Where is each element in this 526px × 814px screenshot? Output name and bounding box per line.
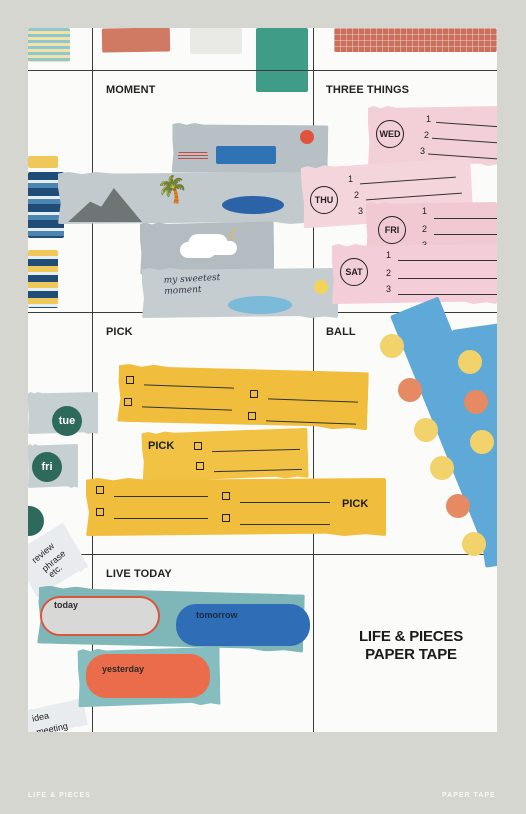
day-circle-wed: WED bbox=[376, 120, 404, 148]
sat-rule-1 bbox=[398, 260, 497, 261]
pick-rule-3d bbox=[240, 524, 330, 525]
sat-num-1: 1 bbox=[386, 250, 392, 260]
cloud-icon bbox=[188, 234, 228, 254]
today-label: today bbox=[54, 600, 79, 610]
pick-tag-1: PICK bbox=[148, 440, 175, 452]
sat-rule-3 bbox=[398, 294, 497, 295]
brand-line-1: LIFE & PIECES bbox=[358, 628, 464, 645]
grid-line-row3 bbox=[28, 554, 497, 555]
pick-tag-2: PICK bbox=[342, 498, 369, 510]
fri-num-2: 2 bbox=[422, 224, 428, 234]
checkbox-1b[interactable] bbox=[250, 390, 258, 398]
ball-dot-yellow-5 bbox=[458, 350, 482, 374]
day-circle-fri: FRI bbox=[378, 216, 406, 244]
ball-dot-yellow-4 bbox=[462, 532, 486, 556]
ball-dot-orange-2 bbox=[446, 494, 470, 518]
fri-rule-1 bbox=[434, 218, 497, 219]
top-white-tape bbox=[190, 28, 242, 54]
tomorrow-pill[interactable] bbox=[176, 604, 310, 646]
checkbox-2a[interactable] bbox=[194, 442, 202, 450]
day-circle-thu: THU bbox=[310, 186, 338, 214]
moment-stripes bbox=[178, 152, 208, 160]
moment-caption: my sweetest moment bbox=[163, 272, 221, 297]
top-stripe-tape bbox=[28, 28, 70, 62]
thu-num-1: 1 bbox=[348, 174, 354, 184]
section-label-three-things: THREE THINGS bbox=[326, 84, 410, 96]
ball-dot-yellow-2 bbox=[414, 418, 438, 442]
ball-dot-yellow-1 bbox=[380, 334, 404, 358]
checkbox-3a[interactable] bbox=[96, 486, 104, 494]
checkbox-3b[interactable] bbox=[222, 492, 230, 500]
badge-fri: fri bbox=[32, 452, 62, 482]
ball-dot-orange-3 bbox=[464, 390, 488, 414]
checkbox-3d[interactable] bbox=[222, 514, 230, 522]
day-circle-sat: SAT bbox=[340, 258, 368, 286]
top-terracotta-tape bbox=[101, 28, 171, 53]
yesterday-pill[interactable] bbox=[86, 654, 210, 698]
checkbox-1d[interactable] bbox=[248, 412, 256, 420]
yesterday-label: yesterday bbox=[102, 664, 145, 674]
section-label-moment: MOMENT bbox=[106, 84, 156, 96]
checkbox-1a[interactable] bbox=[126, 376, 134, 384]
section-label-live-today: LIVE TODAY bbox=[106, 568, 172, 580]
left-stripe-tape-lower bbox=[28, 250, 58, 308]
pick-rule-3b bbox=[240, 502, 330, 503]
pick-rule-3c bbox=[114, 518, 208, 519]
tomorrow-label: tomorrow bbox=[196, 610, 238, 620]
wed-num-2: 2 bbox=[424, 130, 430, 140]
sat-num-2: 2 bbox=[386, 268, 392, 278]
grid-line-row1 bbox=[28, 70, 497, 71]
moment-light-blue-oval bbox=[228, 296, 292, 314]
checkbox-1c[interactable] bbox=[124, 398, 132, 406]
moon-icon: ☾ bbox=[228, 227, 242, 244]
palm-tree-icon: 🌴 bbox=[156, 174, 189, 204]
sat-num-3: 3 bbox=[386, 284, 392, 294]
section-label-pick: PICK bbox=[106, 326, 133, 338]
thu-num-3: 3 bbox=[358, 206, 364, 216]
yellow-tape-2 bbox=[141, 428, 308, 482]
pick-rule-3a bbox=[114, 496, 208, 497]
top-grid-tape bbox=[334, 28, 497, 52]
top-green-tape bbox=[256, 28, 308, 92]
checkbox-3c[interactable] bbox=[96, 508, 104, 516]
left-stripe-tape-yellow bbox=[28, 156, 58, 168]
wed-num-3: 3 bbox=[420, 146, 426, 156]
fri-rule-2 bbox=[434, 234, 497, 235]
fri-num-1: 1 bbox=[422, 206, 428, 216]
sat-rule-2 bbox=[398, 278, 497, 279]
checkbox-2b[interactable] bbox=[196, 462, 204, 470]
wed-num-1: 1 bbox=[426, 114, 432, 124]
moment-blue-oval bbox=[222, 196, 284, 214]
yellow-pin bbox=[314, 280, 328, 294]
footer-right: PAPER TAPE bbox=[442, 792, 496, 799]
badge-partial bbox=[28, 506, 44, 536]
ball-dot-yellow-6 bbox=[470, 430, 494, 454]
brand-line-2: PAPER TAPE bbox=[365, 646, 457, 663]
moment-blue-bar bbox=[216, 146, 276, 164]
grid-line-col1 bbox=[92, 28, 93, 732]
badge-tue: tue bbox=[52, 406, 82, 436]
today-pill[interactable] bbox=[40, 596, 160, 636]
yellow-tape-3 bbox=[86, 478, 386, 536]
ball-dot-yellow-3 bbox=[430, 456, 454, 480]
section-label-ball: BALL bbox=[326, 326, 356, 338]
footer-left: LIFE & PIECES bbox=[28, 792, 91, 799]
moment-red-dot bbox=[300, 130, 314, 144]
thu-num-2: 2 bbox=[354, 190, 360, 200]
planner-sheet: MOMENT THREE THINGS PICK BALL LIVE TODAY… bbox=[28, 28, 497, 732]
yellow-tape-1 bbox=[117, 364, 369, 431]
ball-dot-orange-1 bbox=[398, 378, 422, 402]
